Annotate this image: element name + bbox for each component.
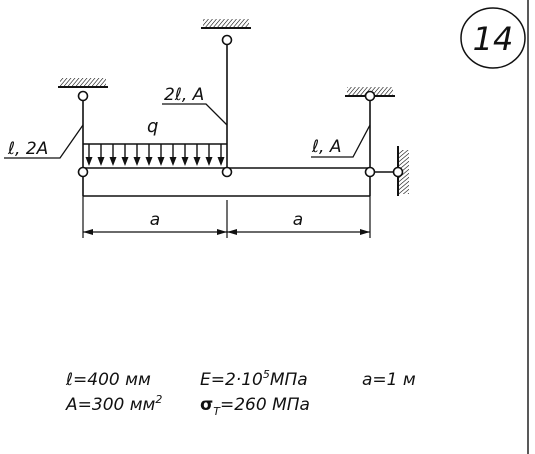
param-a: a=1 м bbox=[362, 370, 416, 390]
label-rod-right: ℓ, A bbox=[311, 137, 341, 157]
hinge-left-beam bbox=[77, 166, 89, 178]
hinge-right-top bbox=[364, 90, 376, 102]
sigma-value: =260 МПа bbox=[220, 395, 310, 415]
param-area-text: A=300 мм bbox=[65, 395, 156, 415]
hinge-middle-top bbox=[221, 34, 233, 46]
sigma-symbol: σ bbox=[200, 395, 213, 415]
load-arrow-head bbox=[109, 157, 117, 166]
load-arrow-head bbox=[181, 157, 189, 166]
dimension-label-a-left: a bbox=[150, 210, 160, 230]
load-arrow-head bbox=[97, 157, 105, 166]
hinge-right-beam bbox=[364, 166, 376, 178]
param-modulus-sup: 5 bbox=[263, 368, 270, 381]
dimension-lines bbox=[82, 196, 371, 238]
distributed-load bbox=[83, 143, 227, 166]
leader-rod-right bbox=[311, 124, 371, 158]
hinge-middle-beam bbox=[221, 166, 233, 178]
param-modulus-unit: МПа bbox=[270, 370, 308, 390]
load-arrow-head bbox=[217, 157, 225, 166]
sigma-subscript: T bbox=[213, 405, 221, 418]
hinge-left-top bbox=[77, 90, 89, 102]
leader-rod-left bbox=[4, 124, 84, 159]
load-arrow-head bbox=[169, 157, 177, 166]
param-area-sup: 2 bbox=[155, 393, 162, 406]
load-arrow-head bbox=[157, 157, 165, 166]
hinge-wall bbox=[392, 166, 404, 178]
problem-number: 14 bbox=[473, 20, 514, 58]
param-yield-stress: σT=260 МПа bbox=[200, 395, 310, 418]
dimension-label-a-right: a bbox=[293, 210, 303, 230]
support-left bbox=[58, 78, 108, 88]
leader-rod-middle bbox=[162, 103, 228, 126]
load-arrow-head bbox=[193, 157, 201, 166]
label-rod-middle: 2ℓ, A bbox=[164, 85, 204, 105]
load-arrow-head bbox=[121, 157, 129, 166]
label-rod-left: ℓ, 2A bbox=[7, 139, 48, 159]
label-load-q: q bbox=[147, 116, 158, 137]
param-length: ℓ=400 мм bbox=[65, 370, 151, 390]
param-area: A=300 мм2 bbox=[65, 393, 162, 415]
support-middle bbox=[201, 19, 251, 29]
problem-number-circle bbox=[460, 7, 526, 69]
param-modulus: E=2·105МПа bbox=[200, 368, 308, 390]
load-arrow-head bbox=[85, 157, 93, 166]
load-arrow-head bbox=[145, 157, 153, 166]
load-arrow-head bbox=[133, 157, 141, 166]
param-modulus-text: E=2·10 bbox=[200, 370, 263, 390]
load-arrow-head bbox=[205, 157, 213, 166]
